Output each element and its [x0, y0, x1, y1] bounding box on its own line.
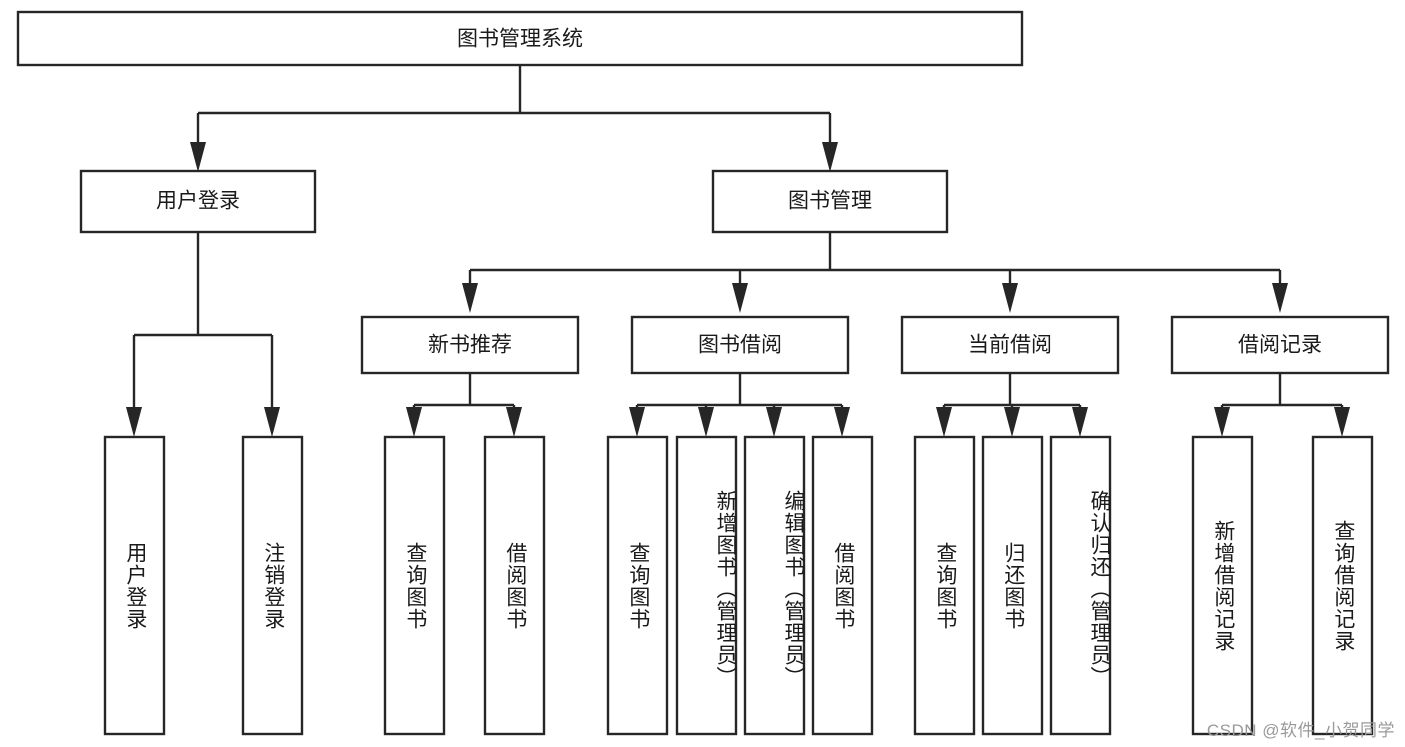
- arrow-to-leaf-query-book-3: [936, 407, 952, 437]
- node-leaf-add-book-box[interactable]: [675, 435, 738, 736]
- node-current-borrow-box[interactable]: [900, 315, 1120, 375]
- node-root-box[interactable]: [16, 10, 1024, 67]
- arrow-to-leaf-borrow-book-1: [506, 407, 522, 437]
- arrow-to-leaf-user-logout: [264, 407, 280, 437]
- node-leaf-query-book-2-box[interactable]: [606, 435, 669, 736]
- node-new-book-recommend-box[interactable]: [360, 315, 580, 375]
- node-leaf-query-record-box[interactable]: [1311, 435, 1374, 736]
- arrow-to-leaf-query-book-2: [629, 407, 645, 437]
- arrow-to-book-borrow: [732, 283, 748, 313]
- node-new-book-recommend[interactable]: 新书推荐: [360, 315, 580, 375]
- connector-borrow-record-to-leaves: [1214, 373, 1350, 437]
- arrow-to-leaf-query-book-1: [406, 407, 422, 437]
- arrow-to-leaf-add-record: [1214, 407, 1230, 437]
- connector-root-to-level1: [190, 65, 838, 172]
- node-user-login[interactable]: 用户登录: [79, 169, 317, 234]
- node-leaf-user-logout-box[interactable]: [241, 435, 304, 736]
- arrow-to-leaf-borrow-book-2: [834, 407, 850, 437]
- connector-user-login-to-leaves: [126, 232, 280, 437]
- node-book-manage-label: 图书管理: [788, 190, 872, 213]
- arrow-to-leaf-return-book: [1004, 407, 1020, 437]
- arrow-to-leaf-confirm-return: [1072, 407, 1088, 437]
- csdn-watermark: CSDN @软件_小贺同学: [1206, 721, 1395, 740]
- connector-new-book-to-leaves: [406, 373, 522, 437]
- arrow-to-leaf-query-record: [1334, 407, 1350, 437]
- node-root-label: 图书管理系统: [457, 28, 583, 51]
- arrow-to-book-manage: [822, 142, 838, 172]
- node-borrow-record-box[interactable]: [1170, 315, 1390, 375]
- node-leaf-user-login-box[interactable]: [103, 435, 166, 736]
- node-user-login-label: 用户登录: [156, 190, 240, 213]
- arrow-to-user-login: [190, 142, 206, 172]
- node-book-borrow[interactable]: 图书借阅: [630, 315, 850, 375]
- node-new-book-recommend-label: 新书推荐: [428, 334, 512, 357]
- node-book-manage[interactable]: 图书管理: [711, 169, 949, 234]
- arrow-to-borrow-record: [1272, 283, 1288, 313]
- node-leaf-query-book-1-box[interactable]: [383, 435, 446, 736]
- arrow-to-current-borrow: [1002, 283, 1018, 313]
- connector-current-borrow-to-leaves: [936, 373, 1088, 437]
- connector-book-manage-to-level2: [462, 232, 1288, 313]
- arrow-to-leaf-user-login: [126, 407, 142, 437]
- arrow-to-leaf-add-book: [698, 407, 714, 437]
- node-borrow-record-label: 借阅记录: [1238, 334, 1322, 357]
- node-leaf-add-record-box[interactable]: [1191, 435, 1254, 736]
- node-book-manage-box[interactable]: [711, 169, 949, 234]
- node-leaf-edit-book-box[interactable]: [743, 435, 806, 736]
- arrow-to-leaf-edit-book: [766, 407, 782, 437]
- node-leaf-confirm-return-box[interactable]: [1049, 435, 1112, 736]
- node-leaf-borrow-book-2-box[interactable]: [811, 435, 874, 736]
- node-book-borrow-label: 图书借阅: [698, 334, 782, 357]
- node-user-login-box[interactable]: [79, 169, 317, 234]
- arrow-to-new-book: [462, 283, 478, 313]
- node-leaf-return-book-box[interactable]: [981, 435, 1044, 736]
- node-current-borrow[interactable]: 当前借阅: [900, 315, 1120, 375]
- connector-book-borrow-to-leaves: [629, 373, 850, 437]
- node-root[interactable]: 图书管理系统: [16, 10, 1024, 67]
- node-leaf-borrow-book-1-box[interactable]: [483, 435, 546, 736]
- node-borrow-record[interactable]: 借阅记录: [1170, 315, 1390, 375]
- node-current-borrow-label: 当前借阅: [968, 334, 1052, 357]
- node-book-borrow-box[interactable]: [630, 315, 850, 375]
- node-leaf-query-book-3-box[interactable]: [913, 435, 976, 736]
